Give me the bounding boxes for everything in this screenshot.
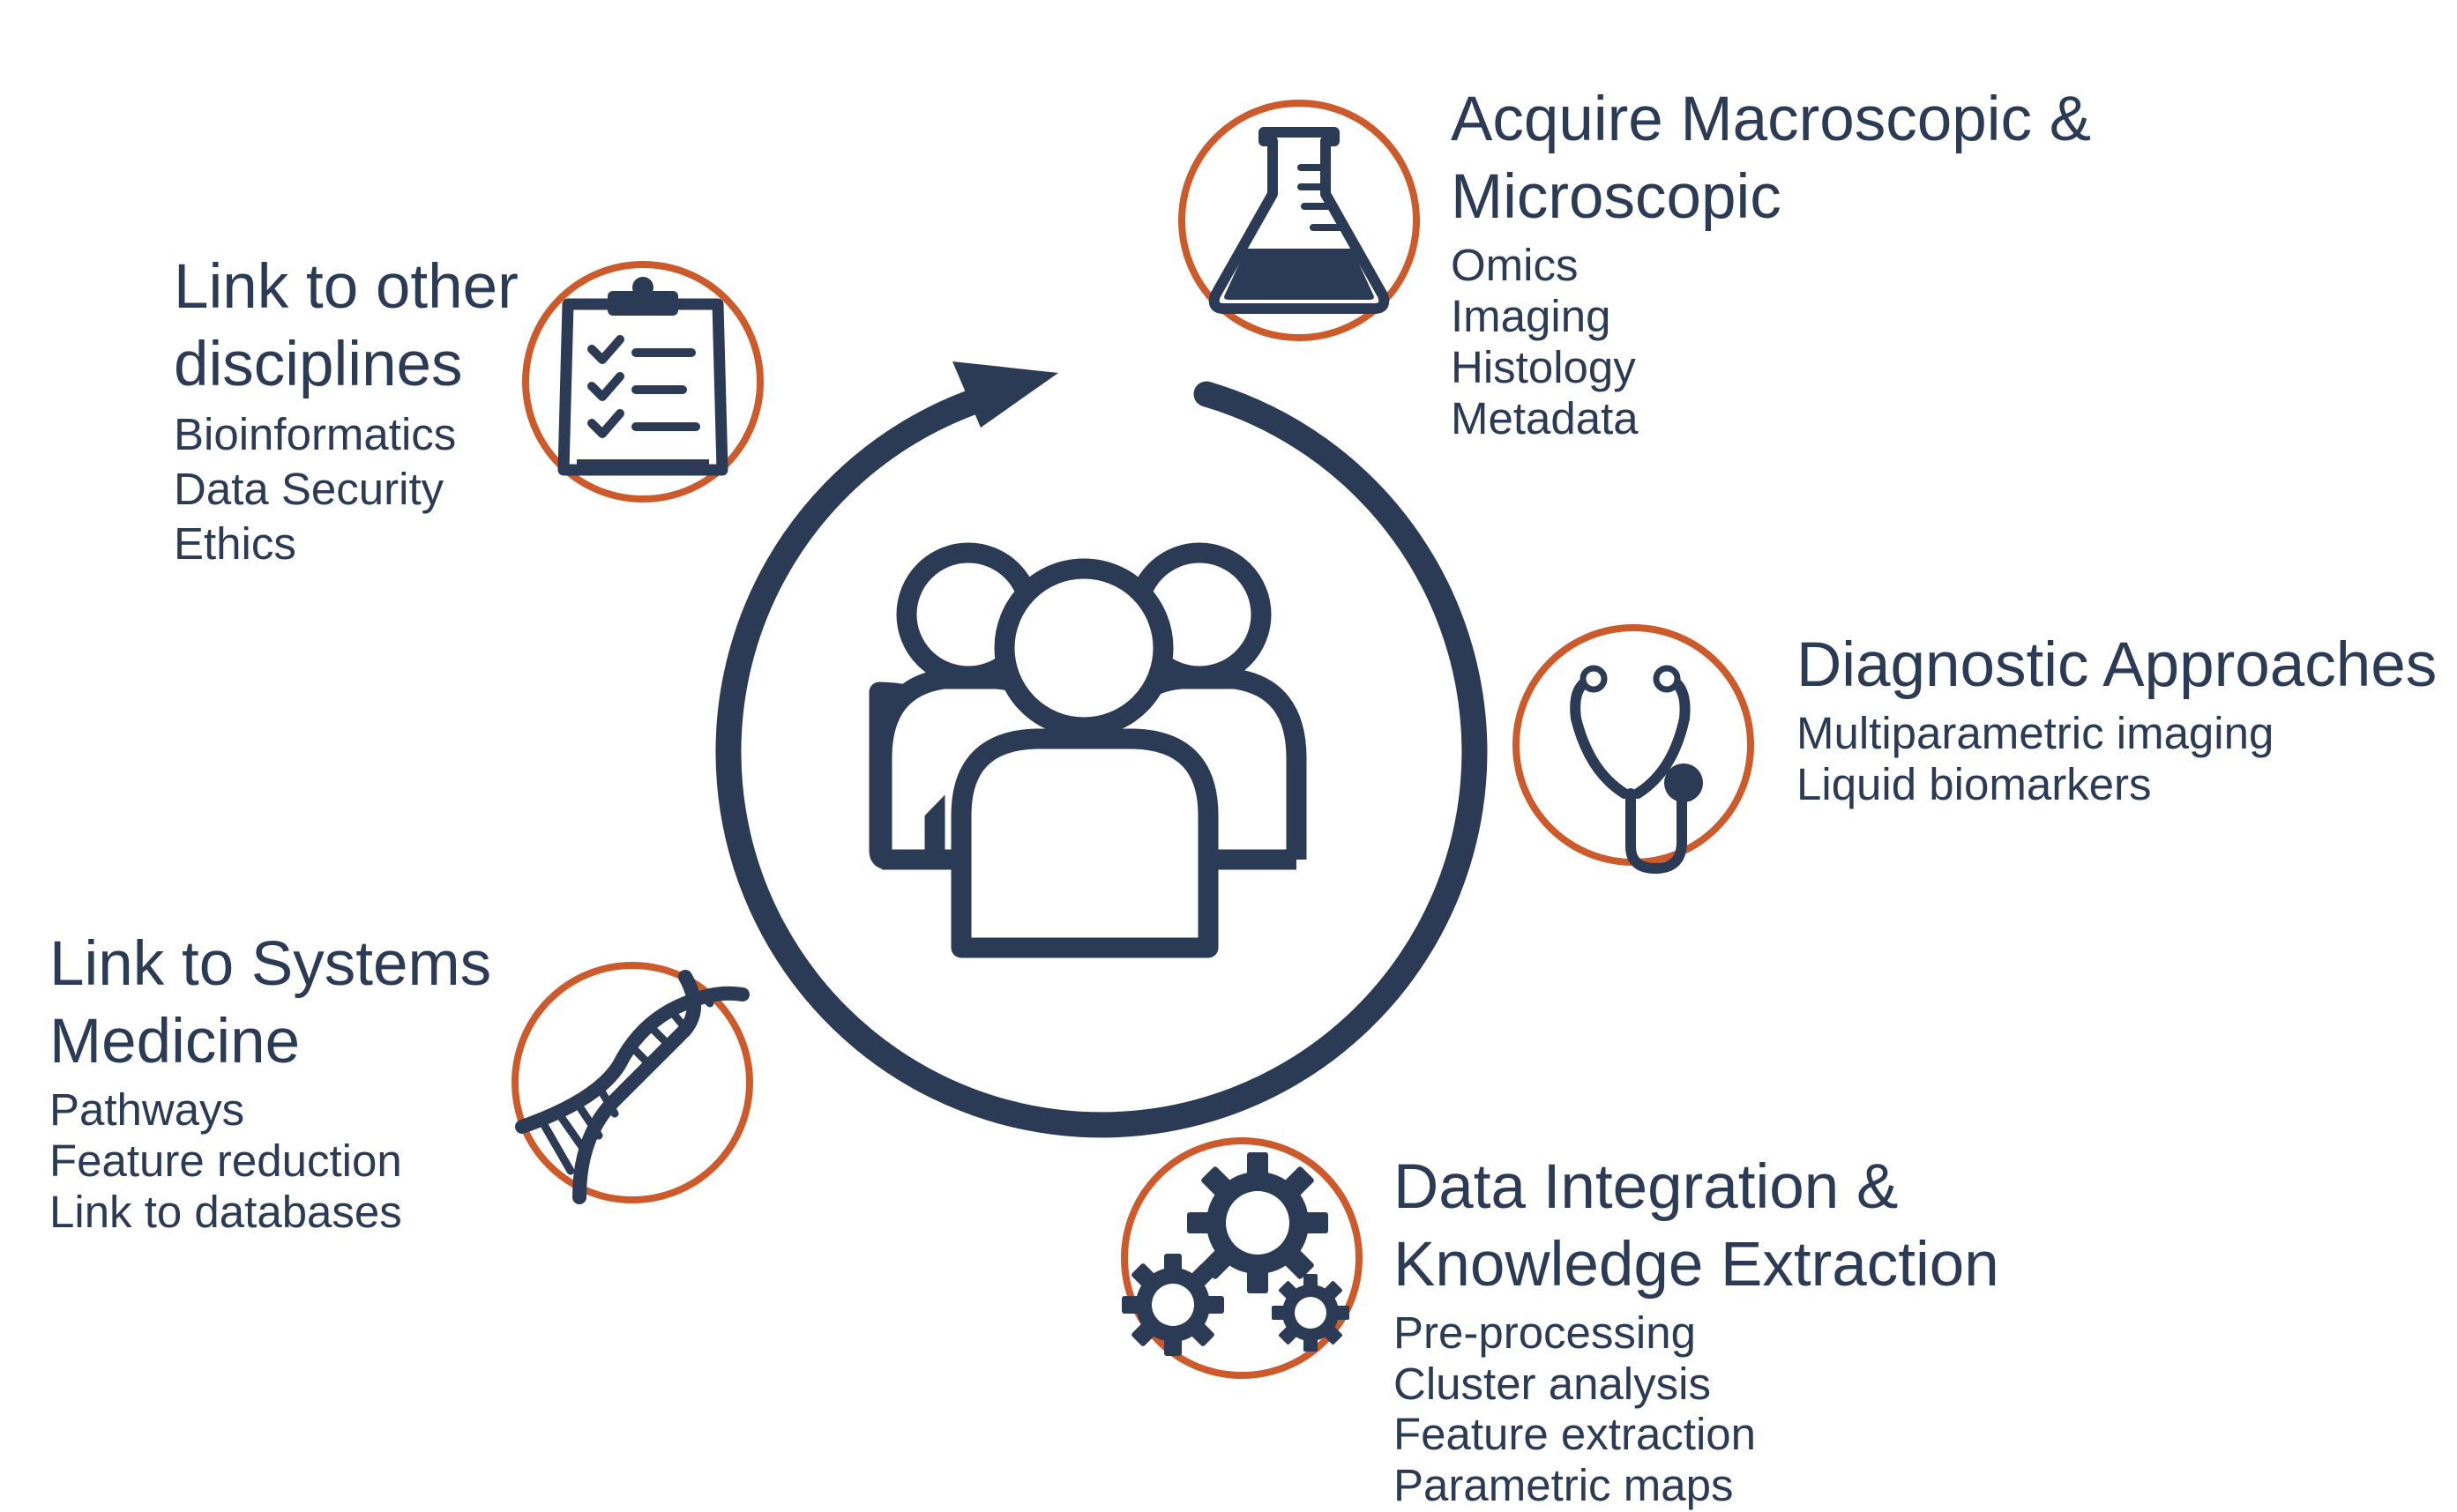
stage-integration-title-line-1: Data Integration & [1393,1152,1899,1222]
stage-integration-item: Pre-processing [1393,1307,1696,1358]
icon-rings [512,100,1754,1379]
clipboard-checklist-icon [557,277,728,476]
stage-systems-item: Pathways [49,1084,245,1135]
right-gear [1272,1274,1349,1352]
stage-acquire-title-line-2: Microscopic [1451,162,1781,232]
stage-integration-item: Cluster analysis [1393,1358,1711,1409]
stage-acquire: Acquire Macroscopic & Microscopic Omics … [1451,81,2091,444]
left-gear [1122,1254,1224,1356]
integration-ring [1121,1137,1363,1379]
stage-acquire-item: Omics [1451,240,1579,290]
stage-acquire-items: Omics Imaging Histology Metadata [1451,240,2091,444]
gears-icon [1122,1152,1349,1356]
stage-systems: Link to Systems Medicine Pathways Featur… [49,926,491,1238]
systems-ring [512,962,753,1203]
other-ring [522,261,764,503]
dna-icon [515,970,750,1204]
stage-systems-title-line-2: Medicine [49,1007,301,1076]
acquire-ring [1178,100,1420,341]
stage-integration-items: Pre-processing Cluster analysis Feature … [1393,1307,1999,1510]
stage-acquire-item: Metadata [1451,393,1639,443]
stethoscope-icon [1570,665,1703,875]
people-group-icon [869,542,1307,958]
stage-other-item: Ethics [174,518,296,569]
stage-acquire-item: Histology [1451,342,1636,392]
large-gear [1187,1152,1328,1293]
stage-other-title-line-1: Link to other [174,252,519,322]
stage-systems-item: Feature reduction [49,1136,402,1186]
stage-diagnostic-item: Multiparametric imaging [1796,708,2274,758]
stage-integration-title-line-2: Knowledge Extraction [1393,1230,1999,1300]
stage-other-item: Bioinformatics [174,409,457,459]
stage-systems-items: Pathways Feature reduction Link to datab… [49,1084,491,1238]
stage-diagnostic: Diagnostic Approaches Multiparametric im… [1796,627,2437,810]
stage-integration-item: Parametric maps [1393,1459,1734,1510]
stage-other: Link to other disciplines Bioinformatics… [174,249,519,571]
stage-systems-title-line-1: Link to Systems [49,929,492,999]
flask-icon [1208,127,1390,314]
stage-other-item: Data Security [174,464,444,514]
circular-arrow-icon [715,361,1488,1138]
stage-systems-item: Link to databases [49,1187,402,1237]
stage-other-title-line-2: disciplines [174,330,463,399]
stage-diagnostic-title: Diagnostic Approaches [1796,630,2438,700]
stage-diagnostic-item: Liquid biomarkers [1796,759,2152,809]
stage-acquire-title-line-1: Acquire Macroscopic & [1451,85,2092,154]
stage-integration-item: Feature extraction [1393,1409,1757,1459]
stage-other-items: Bioinformatics Data Security Ethics [174,407,519,571]
stage-acquire-item: Imaging [1451,291,1611,341]
stage-diagnostic-items: Multiparametric imaging Liquid biomarker… [1796,708,2437,810]
stage-integration: Data Integration & Knowledge Extraction … [1393,1149,1999,1510]
